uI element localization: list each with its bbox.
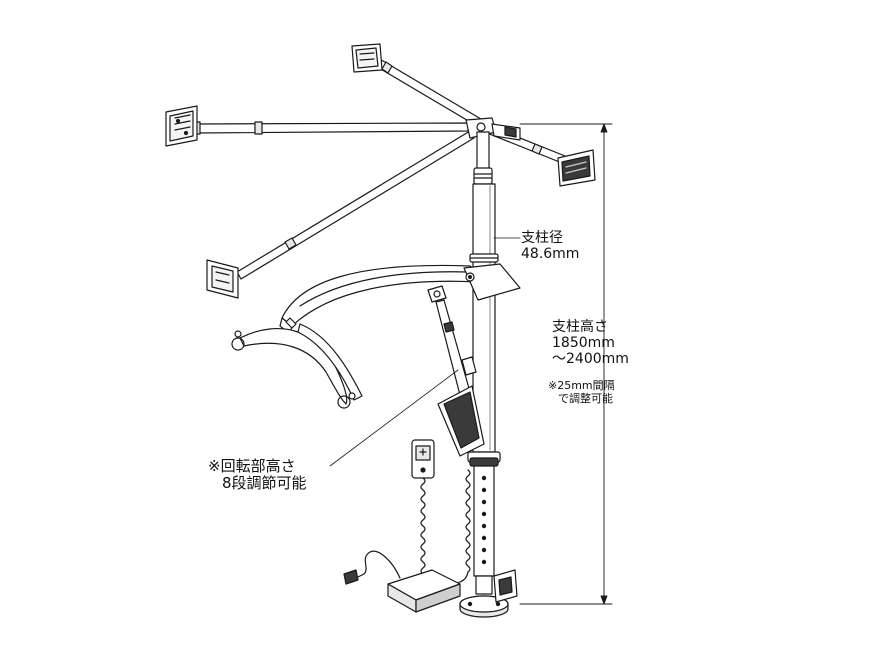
actuator <box>427 285 477 396</box>
pole-height-label: 支柱高さ 1850mm ～2400mm <box>552 319 629 367</box>
pole-diameter-label: 支柱径 48.6mm <box>521 230 579 262</box>
rotation-height-label: ※回転部高さ 8段調節可能 <box>208 457 307 493</box>
pole-height-note-line1: ※25mm間隔 <box>548 379 615 392</box>
rotation-height-line1: ※回転部高さ <box>208 457 296 475</box>
end-pad-front <box>206 259 239 299</box>
control-box <box>387 569 461 613</box>
height-dimension-line <box>519 123 613 605</box>
leader-line-rotation <box>329 369 459 467</box>
pole-diameter-line2: 48.6mm <box>521 246 580 263</box>
upper-arm-front-left <box>236 130 475 280</box>
boom-pivot-bracket <box>463 263 521 301</box>
hand-controller-holder <box>437 385 485 457</box>
end-pad-right <box>557 149 596 187</box>
pole-diameter-line1: 支柱径 <box>521 230 563 246</box>
pole-height-note-line2: で調整可能 <box>558 391 613 405</box>
end-pad-back <box>351 43 383 73</box>
pole-height-line3: ～2400mm <box>552 351 629 368</box>
end-pad-left <box>165 105 198 147</box>
power-cord <box>343 550 401 585</box>
pole-height-note: ※25mm間隔 で調整可能 <box>548 379 615 405</box>
coiled-cord <box>420 469 471 586</box>
pole-height-line2: 1850mm <box>552 335 615 352</box>
main-pole <box>467 131 501 577</box>
pole-height-line1: 支柱高さ <box>552 319 608 335</box>
rotation-height-line2: 8段調節可能 <box>222 474 307 493</box>
sling-hanger <box>231 317 363 409</box>
upper-arm-left <box>194 121 469 135</box>
wall-bracket <box>493 569 518 603</box>
upper-arm-hub <box>465 117 521 141</box>
upper-arm-back <box>373 57 487 130</box>
hand-controller <box>411 439 435 479</box>
